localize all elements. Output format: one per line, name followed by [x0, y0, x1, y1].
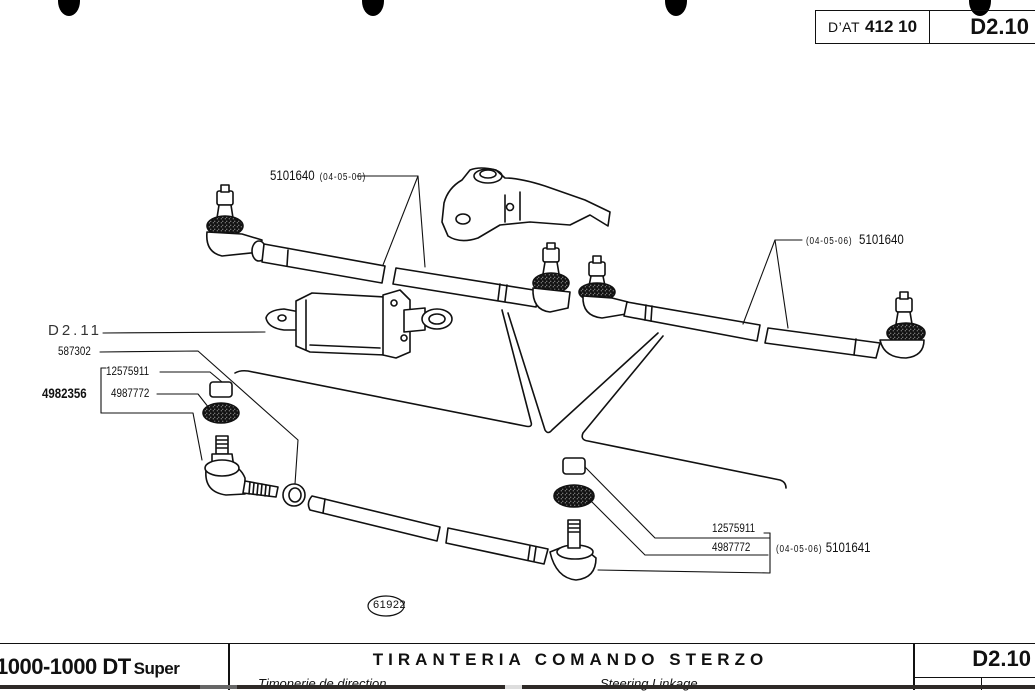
divider	[913, 677, 1035, 678]
callout-kit-right: (04-05-06)5101641	[776, 539, 870, 555]
callout-nut: 587302	[58, 344, 91, 358]
scan-edge-bar	[0, 685, 1035, 689]
dat-prefix: D’AT	[827, 19, 861, 35]
callout-kit-left-item-2: 4987772	[111, 386, 150, 400]
callout-kit-left-part: 4982356	[42, 385, 87, 401]
scan-edge-segment	[200, 685, 237, 689]
lower-tie-rod-exploded	[202, 381, 597, 581]
binder-hole	[969, 0, 991, 16]
divider	[913, 644, 915, 690]
steering-damper	[265, 289, 453, 359]
footer-page-code: D2.10	[972, 646, 1031, 671]
variant-codes: (04-05-06)	[806, 236, 853, 247]
scan-edge-segment	[505, 685, 522, 689]
variant-codes: (04-05-06)	[319, 172, 367, 183]
dat-reference: D’AT 412 10	[816, 11, 930, 43]
binder-hole	[362, 0, 384, 16]
part-number: 5101640	[270, 167, 315, 183]
callout-kit-right-item-1: 12575911	[712, 521, 756, 535]
header-page-code: D2.10	[970, 14, 1029, 39]
header-code-box: D’AT 412 10 D2.10	[815, 10, 1035, 44]
model-suffix: Super	[133, 659, 180, 678]
lock-nut	[562, 457, 586, 475]
figure-ref-ellipse	[367, 595, 405, 617]
divider	[228, 644, 230, 690]
callout-kit-left-item-1: 12575911	[106, 364, 150, 378]
lock-nut	[209, 381, 233, 398]
variant-codes: (04-05-06)	[776, 544, 823, 555]
callout-upper-right-tie-rod: (04-05-06) 5101640	[806, 231, 904, 247]
model-name: 1000-1000 DT	[0, 654, 131, 679]
ball-joint-right	[532, 242, 571, 313]
dust-boot	[553, 484, 595, 508]
binder-hole	[665, 0, 687, 16]
binder-hole	[58, 0, 80, 16]
ball-joint-right	[879, 291, 926, 359]
ball-joint-left	[578, 255, 629, 319]
upper-right-tie-rod	[578, 255, 926, 359]
explode-guide-lines	[234, 309, 787, 489]
leader-lines	[99, 175, 803, 574]
divider	[981, 677, 982, 690]
part-number: 5101641	[825, 539, 871, 555]
upper-left-tie-rod	[205, 184, 571, 313]
callout-upper-left-tie-rod: 5101640 (04-05-06)	[270, 167, 366, 183]
steering-arm	[441, 167, 611, 242]
callout-kit-right-item-2: 4987772	[712, 540, 751, 554]
figure-reference-number: 61922	[373, 599, 407, 611]
ball-joint-left	[205, 184, 267, 262]
section-title: TIRANTERIA COMANDO STERZO	[372, 650, 769, 669]
cross-reference-label: D2.11	[48, 322, 102, 339]
dust-boot	[202, 402, 240, 424]
dat-number: 412 10	[865, 17, 918, 36]
part-number: 5101640	[859, 231, 904, 247]
